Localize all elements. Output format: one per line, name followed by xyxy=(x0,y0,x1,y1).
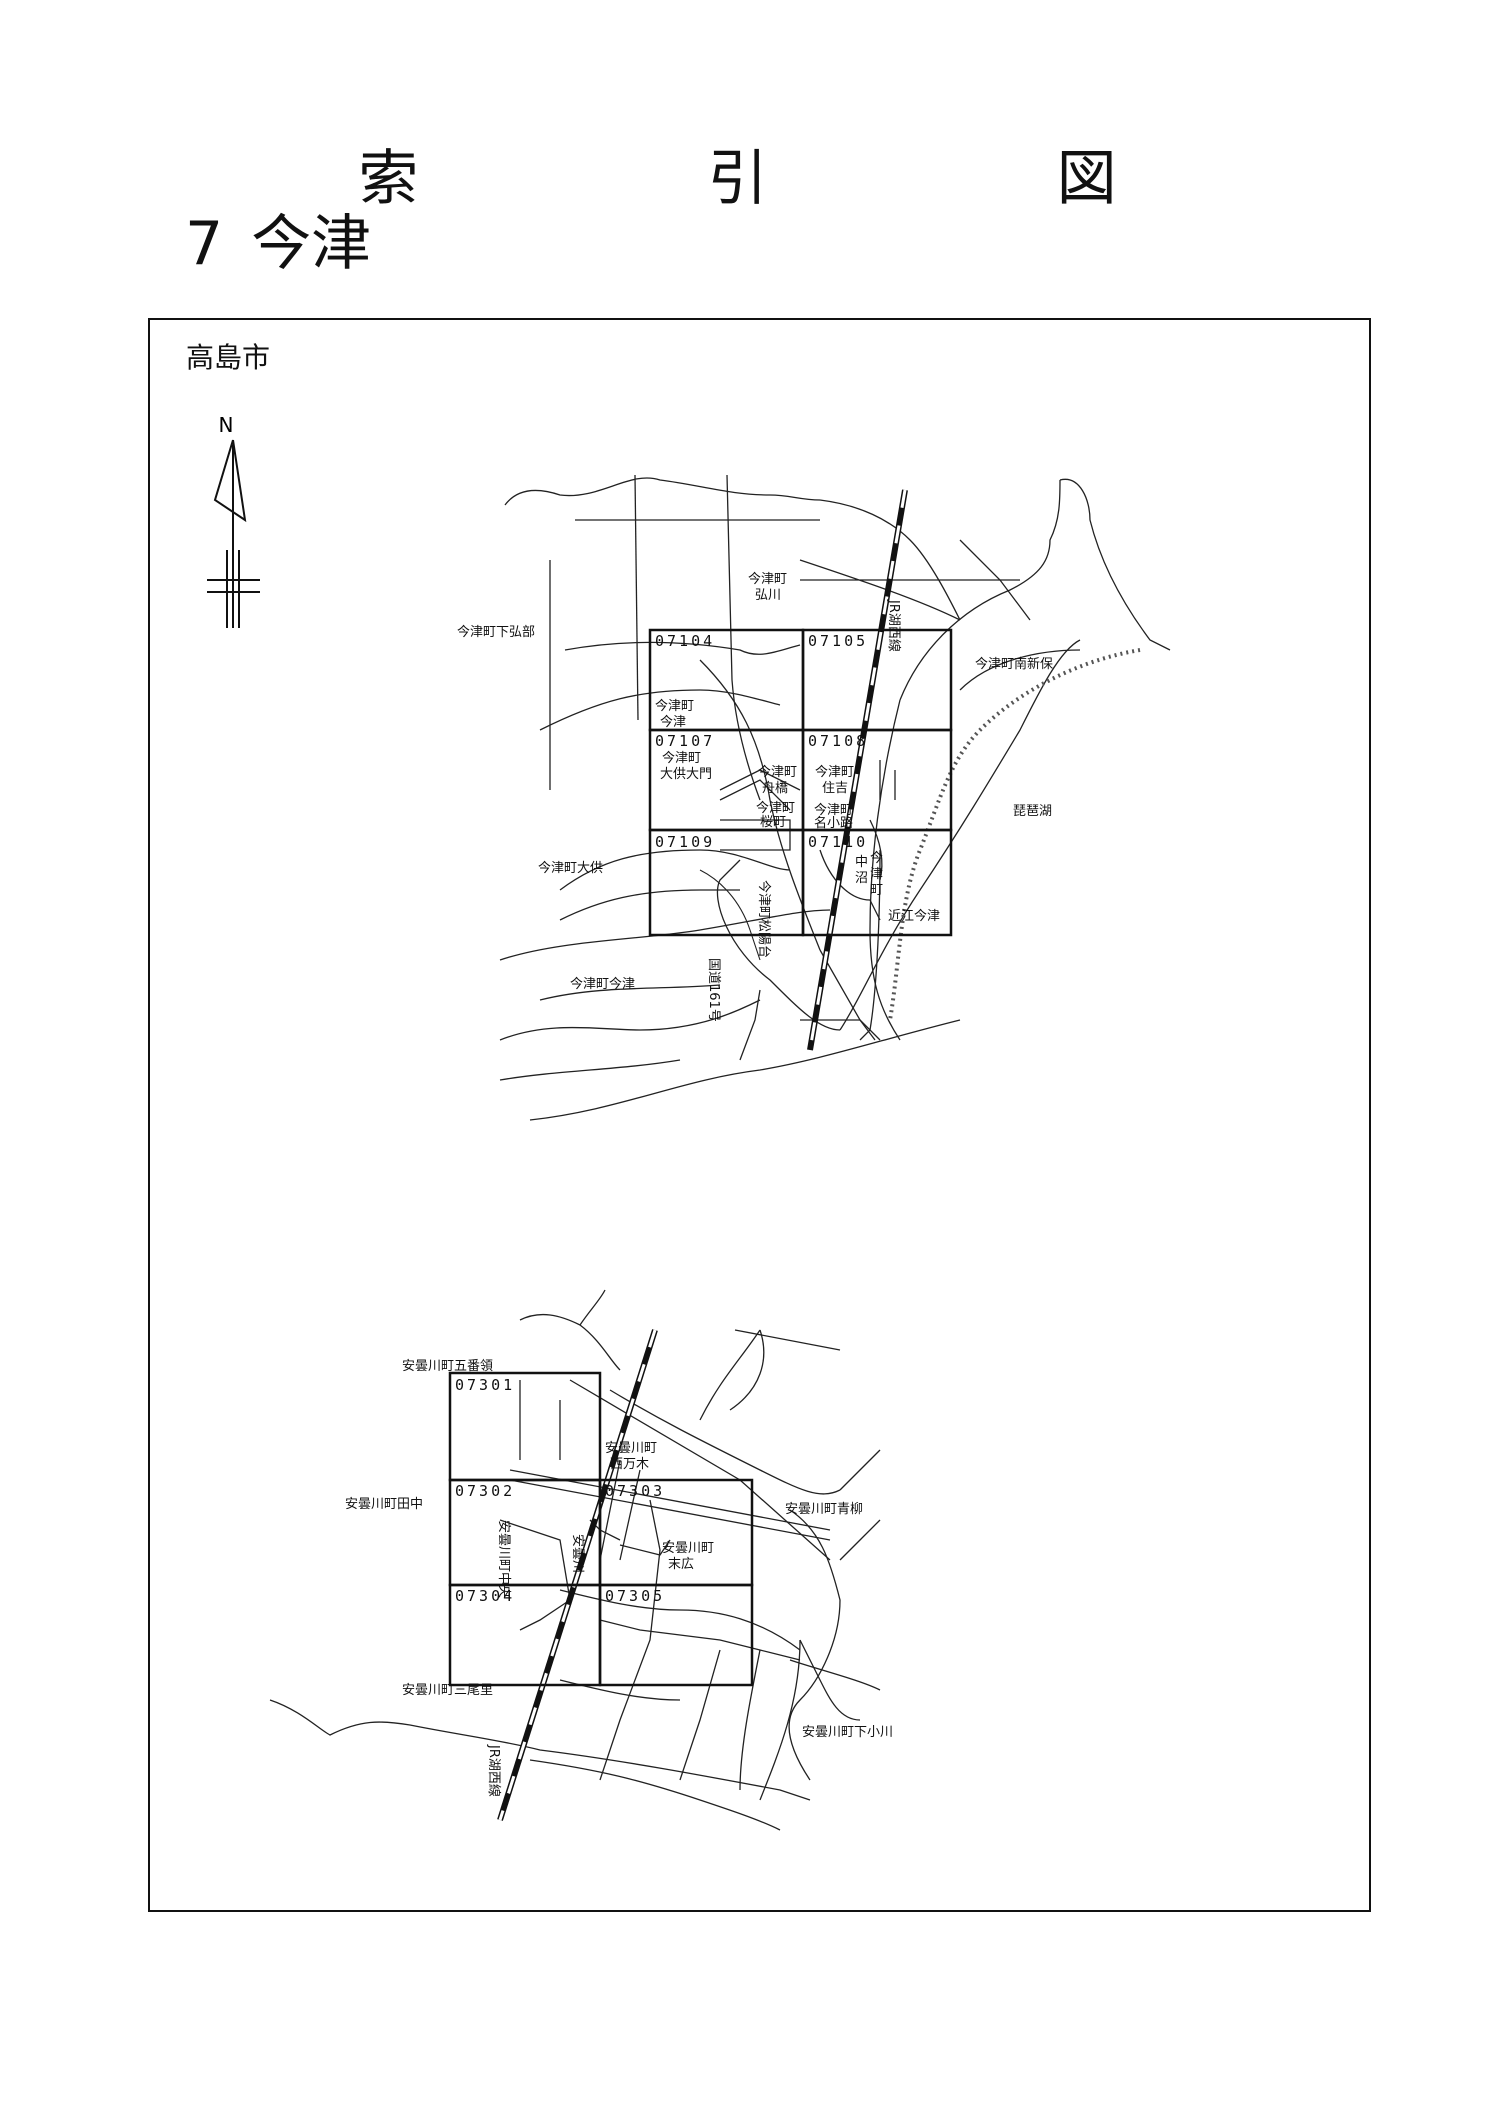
area-number: 7 xyxy=(185,209,224,279)
place-label: 安曇川町 xyxy=(605,1441,657,1456)
place-label: 西万木 xyxy=(610,1457,649,1472)
place-label: 今津町下弘部 xyxy=(457,624,535,640)
lower-place-labels: 安曇川町五番領 安曇川町 西万木 安曇川町田中 安曇川町青柳 安曇川町 末広 安… xyxy=(345,1358,893,1797)
map-frame xyxy=(148,318,1371,1912)
cell-code: 07303 xyxy=(605,1482,665,1500)
station-label: 安曇川 xyxy=(570,1534,585,1573)
map-cell-07110[interactable] xyxy=(801,828,953,937)
place-label: 安曇川町五番領 xyxy=(402,1358,493,1374)
cell-code: 07109 xyxy=(655,833,715,851)
place-label: 今津 xyxy=(660,714,686,730)
area-name: 今津 xyxy=(251,209,372,279)
place-label: 安曇川町下小川 xyxy=(802,1725,893,1740)
rail-label: JR湖西線 xyxy=(886,599,902,652)
jr-line-upper xyxy=(807,489,908,1051)
place-label: 安曇川町 xyxy=(662,1541,714,1556)
place-label: 安曇川町三尾里 xyxy=(402,1683,493,1698)
upper-cell-codes: 07104 07105 07107 07108 07109 07110 xyxy=(655,632,868,851)
station-label: 近江今津 xyxy=(888,908,940,924)
north-label: N xyxy=(219,413,234,437)
city-label: 高島市 xyxy=(186,341,271,374)
place-label: 今津町 xyxy=(756,800,795,816)
place-label: 安曇川町青柳 xyxy=(785,1502,863,1517)
place-label: 今津町 xyxy=(662,750,701,766)
place-label: 安曇川町中央 xyxy=(496,1520,511,1598)
road-label: 国道161号 xyxy=(706,958,721,1022)
place-label: 安曇川町田中 xyxy=(345,1497,423,1512)
rail-label: JR湖西線 xyxy=(486,1744,502,1797)
place-label: 今津町 xyxy=(748,571,787,587)
place-label: 桜町 xyxy=(760,815,786,830)
lower-cell-codes: 07301 07302 07303 07304 07305 xyxy=(455,1376,665,1605)
cell-code: 07108 xyxy=(808,732,868,750)
cell-code: 07301 xyxy=(455,1376,515,1394)
lower-grid xyxy=(448,1371,754,1687)
place-label: 今津町 xyxy=(815,764,854,780)
place-label: 今 xyxy=(870,850,883,866)
place-label: 名小路 xyxy=(814,815,853,831)
cell-code: 07107 xyxy=(655,732,715,750)
place-label: 今津町松陽台 xyxy=(756,880,772,958)
cell-code: 07305 xyxy=(605,1587,665,1605)
place-label: 大供大門 xyxy=(660,767,712,782)
place-label: 津 xyxy=(870,867,883,882)
lower-map-roads xyxy=(269,1289,881,1831)
cell-code: 07304 xyxy=(455,1587,515,1605)
area-heading: 7 今津 xyxy=(185,195,371,282)
place-label: 舟橋 xyxy=(762,781,788,796)
upper-grid xyxy=(648,628,953,937)
place-label: 住吉 xyxy=(822,781,848,796)
place-label: 今津町南新保 xyxy=(975,656,1053,672)
upper-map-roads xyxy=(499,474,1171,1121)
place-label: 今津町 xyxy=(814,802,853,818)
cell-code: 07104 xyxy=(655,632,715,650)
cell-code: 07110 xyxy=(808,833,868,851)
place-label: 今津町大供 xyxy=(538,860,603,876)
north-arrow-icon: N xyxy=(207,413,260,628)
place-label: 弘川 xyxy=(755,588,781,603)
place-label: 今津町今津 xyxy=(570,976,635,992)
map-cell-07305[interactable] xyxy=(598,1583,754,1687)
page-title: 索 引 図 xyxy=(358,144,1252,214)
place-label: 今津町 xyxy=(655,698,694,714)
lake-label: 琵琶湖 xyxy=(1013,804,1052,819)
cell-code: 07105 xyxy=(808,632,868,650)
place-label: 末広 xyxy=(668,1557,694,1572)
cell-code: 07302 xyxy=(455,1482,515,1500)
place-label: 沼 xyxy=(855,871,868,886)
place-label: 今津町 xyxy=(758,764,797,780)
place-label: 中 xyxy=(855,855,868,870)
place-label: 町 xyxy=(870,883,883,898)
jr-line-lower xyxy=(497,1329,658,1821)
upper-place-labels: 今津町 弘川 今津町下弘部 今津町南新保 今津町 今津 今津町 大供大門 今津町… xyxy=(457,571,1053,1022)
